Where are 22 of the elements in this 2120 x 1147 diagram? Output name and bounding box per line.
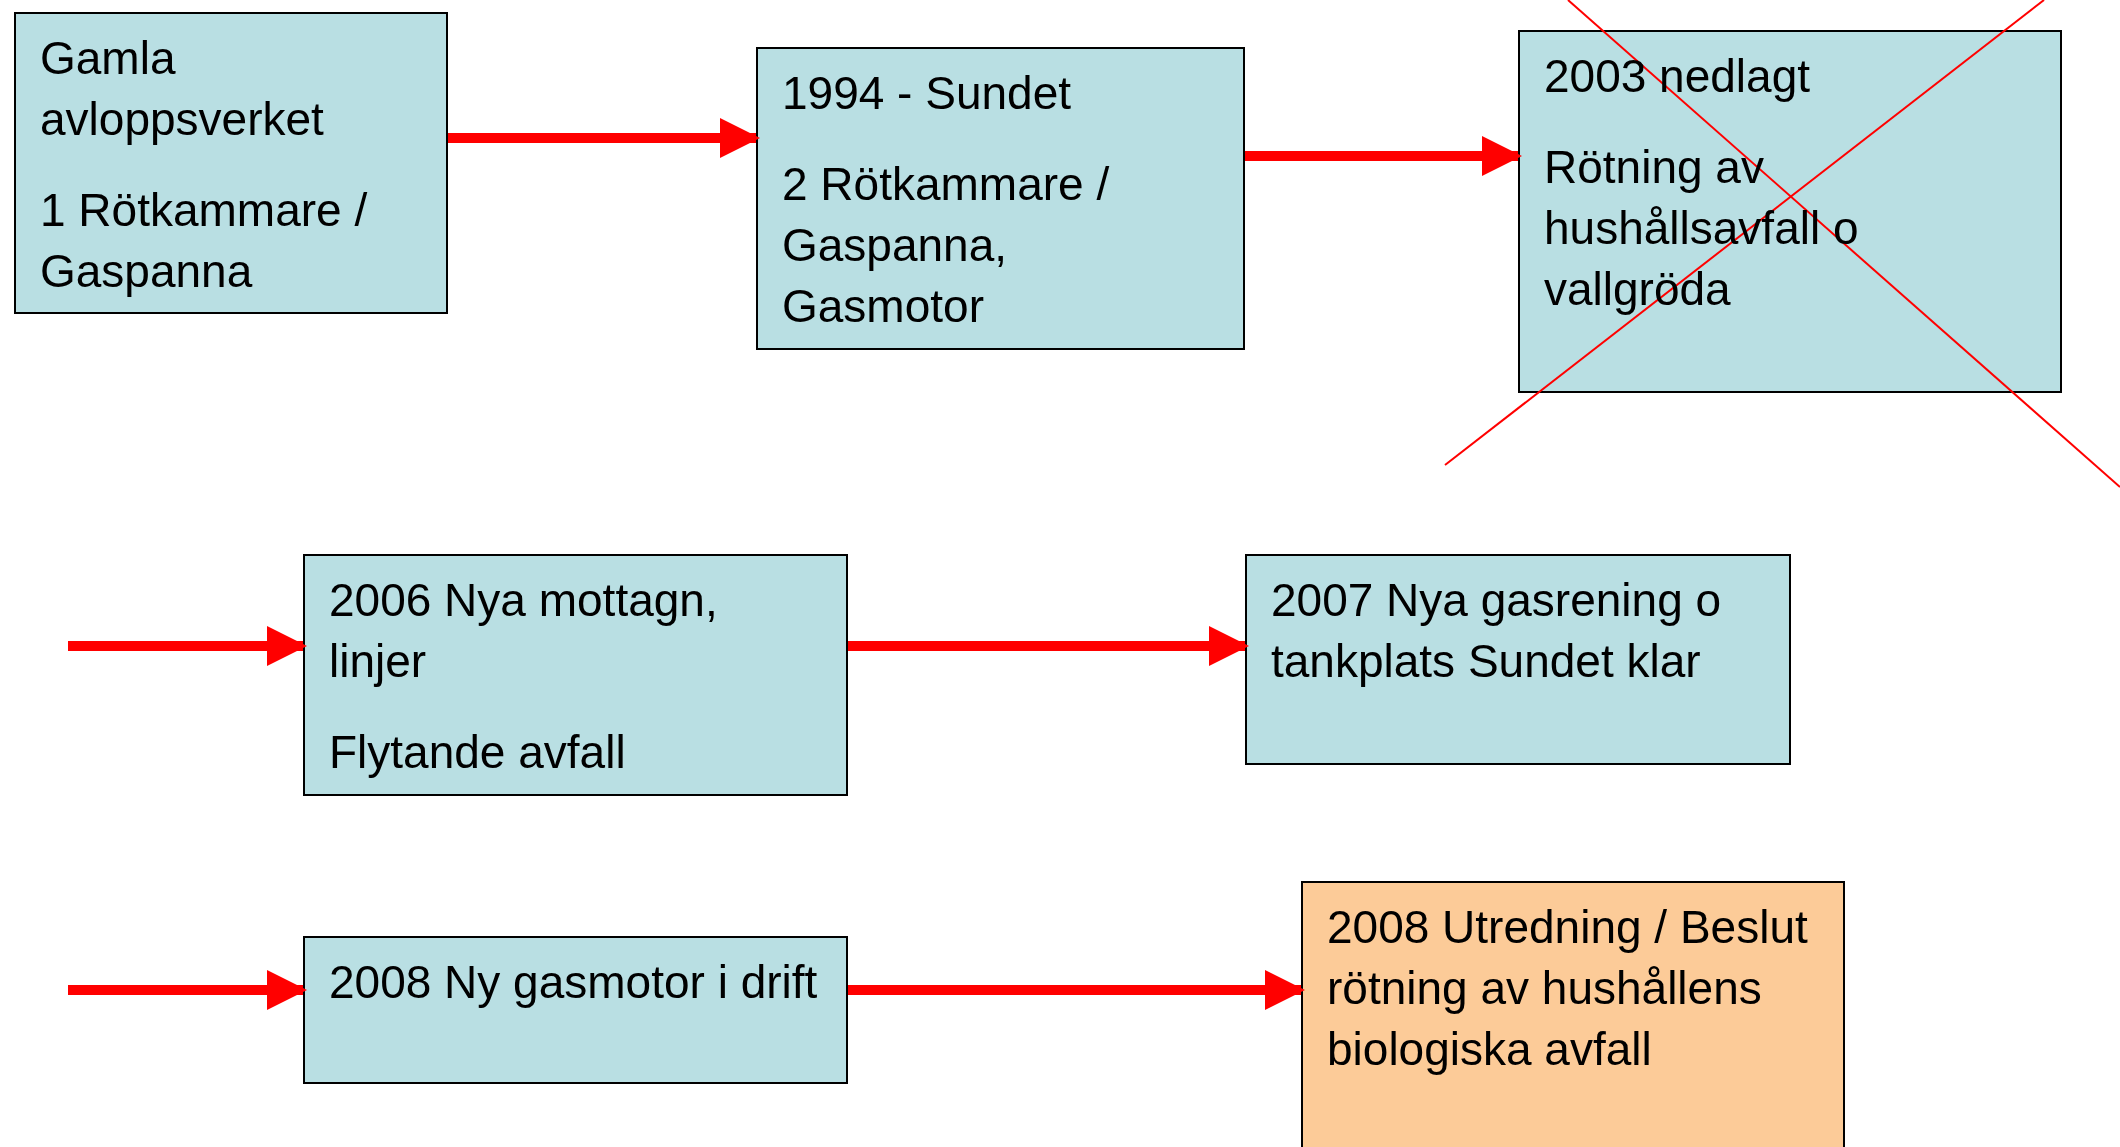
box-heading: 2003 nedlagt xyxy=(1544,49,1812,104)
timeline-box xyxy=(14,12,448,314)
arrow xyxy=(68,626,307,666)
timeline-box xyxy=(303,936,848,1084)
arrow xyxy=(848,626,1249,666)
arrow xyxy=(1245,136,1522,176)
box-text: Flytande avfall xyxy=(329,725,627,780)
timeline-box xyxy=(1245,554,1791,765)
arrow xyxy=(448,118,760,158)
timeline-box xyxy=(1301,881,1845,1147)
box-heading: 1994 - Sundet xyxy=(782,66,1072,121)
timeline-box xyxy=(303,554,848,796)
box-text: 1 Rötkammare / Gaspanna xyxy=(40,183,369,299)
box-text: 2 Rötkammare / Gaspanna, Gasmotor xyxy=(782,157,1111,334)
box-heading: 2006 Nya mottagn, linjer xyxy=(329,573,719,689)
box-heading: 2008 Ny gasmotor i drift xyxy=(329,955,819,1010)
box-heading: Gamla avloppsverket xyxy=(40,31,325,147)
arrow xyxy=(848,970,1305,1010)
box-heading: 2007 Nya gasrening o tankplats Sundet klar xyxy=(1271,573,1723,689)
arrow xyxy=(68,970,307,1010)
box-heading: 2008 Utredning / Beslut rötning av hushållens biologiska avfall xyxy=(1327,900,1809,1077)
timeline-box xyxy=(756,47,1245,350)
